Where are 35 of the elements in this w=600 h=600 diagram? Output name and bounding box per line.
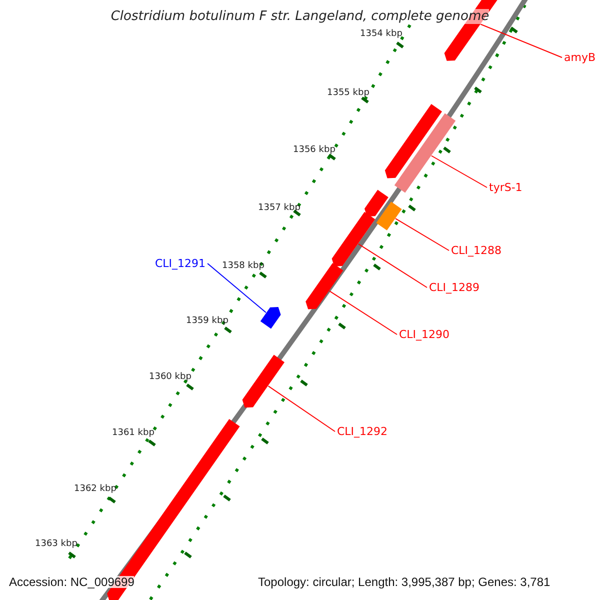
tick-label: 1361 kbp bbox=[112, 429, 154, 438]
leader-line bbox=[268, 386, 336, 432]
tick-label: 1362 kbp bbox=[74, 485, 116, 494]
gene-bar bbox=[376, 202, 402, 230]
tick-label: 1360 kbp bbox=[149, 373, 192, 382]
gene-bar bbox=[332, 212, 376, 266]
gene-label: CLI_1289 bbox=[429, 282, 480, 293]
leader-line bbox=[207, 263, 266, 314]
leader-line bbox=[480, 24, 562, 58]
map-title: Clostridium botulinum F str. Langeland, complete genome bbox=[110, 9, 490, 24]
tick-label: 1355 kbp bbox=[327, 89, 370, 98]
gene-label: CLI_1291 bbox=[155, 258, 206, 269]
gene-label: tyrS-1 bbox=[489, 182, 522, 193]
genome-summary-text: Topology: circular; Length: 3,995,387 bp; Genes: 3,781 bbox=[258, 576, 550, 588]
tick-label: 1358 kbp bbox=[222, 262, 264, 271]
accession-text: Accession: NC_009699 bbox=[9, 576, 134, 588]
gene-bar bbox=[242, 354, 284, 408]
tick-label: 1357 kbp bbox=[258, 204, 300, 213]
gene-bar bbox=[364, 190, 388, 216]
gene-bar bbox=[394, 113, 456, 193]
gene-label: amyB bbox=[564, 52, 596, 63]
gene-label: CLI_1292 bbox=[337, 426, 388, 437]
leader-line bbox=[358, 243, 428, 288]
gene-bar bbox=[260, 307, 281, 329]
gene-bar bbox=[306, 263, 344, 310]
tick-label: 1354 kbp bbox=[360, 30, 402, 39]
leader-line bbox=[328, 290, 398, 335]
gene-label: CLI_1288 bbox=[451, 245, 502, 256]
gene-bar bbox=[384, 104, 442, 178]
tick-label: 1359 kbp bbox=[186, 317, 228, 326]
leader-line bbox=[395, 218, 450, 251]
leader-line bbox=[430, 155, 488, 188]
tick-label: 1356 kbp bbox=[293, 146, 336, 155]
gene-label: CLI_1290 bbox=[399, 329, 450, 340]
tick-label: 1363 kbp bbox=[35, 540, 78, 549]
